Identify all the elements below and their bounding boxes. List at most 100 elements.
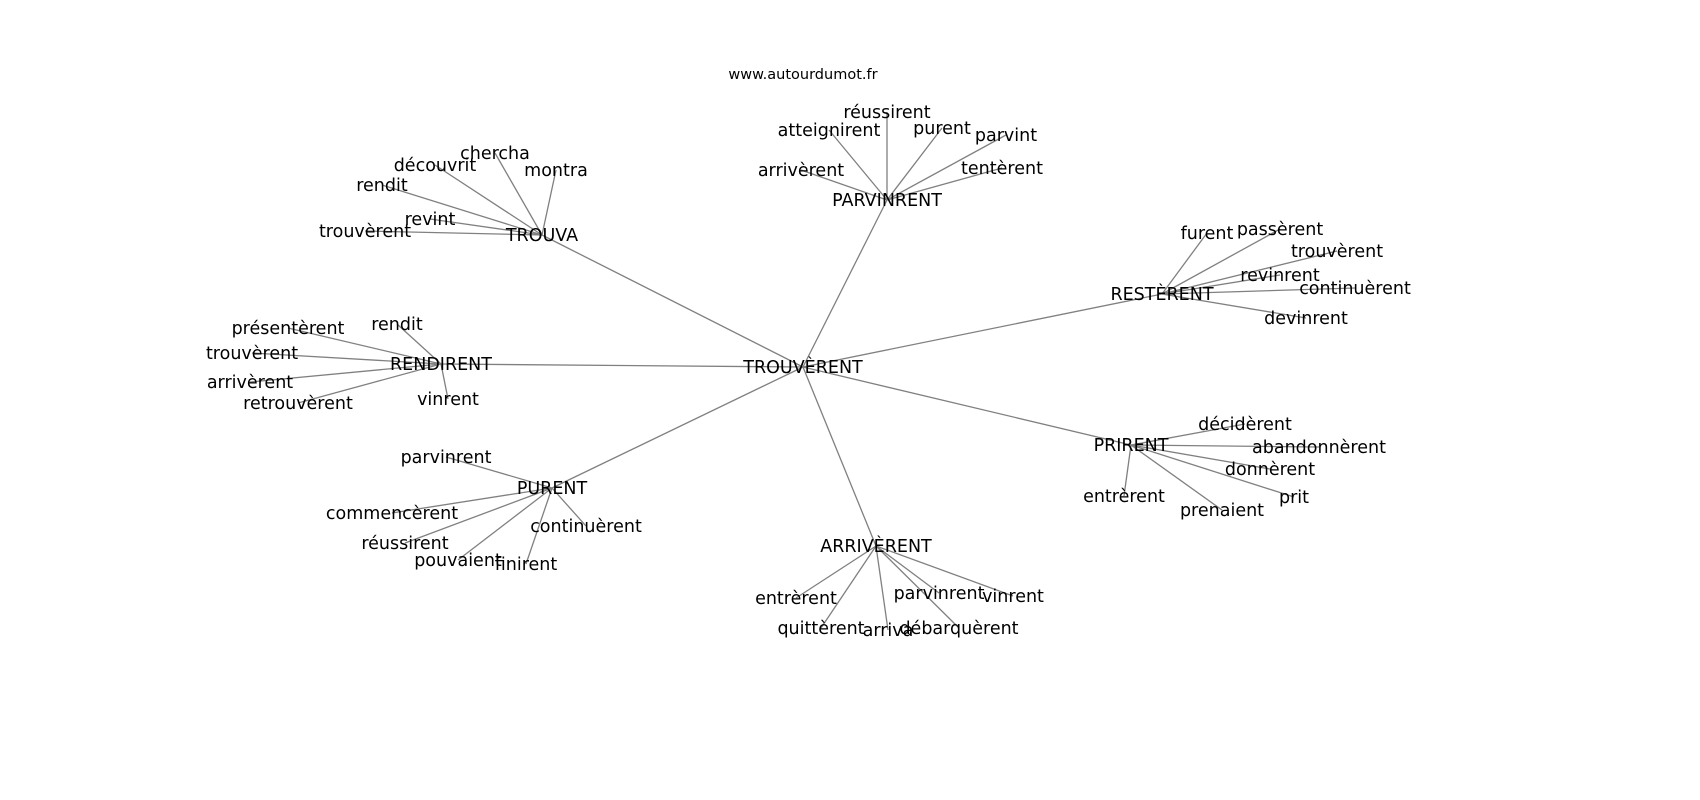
leaf-node-label: rendit xyxy=(356,176,408,196)
edge-hub-leaf xyxy=(875,545,889,631)
leaf-node-label: atteignirent xyxy=(778,121,881,141)
leaf-node-label: quittèrent xyxy=(777,619,864,639)
edge-hub-leaf xyxy=(251,352,442,365)
edge-hub-leaf xyxy=(1130,444,1320,448)
hub-node-label: TROUVA xyxy=(505,226,578,246)
edge-hub-leaf xyxy=(886,134,1007,201)
leaf-node-label: arrivèrent xyxy=(758,161,844,181)
leaf-node-label: entrèrent xyxy=(755,589,837,609)
leaf-node-label: trouvèrent xyxy=(206,344,298,364)
leaf-node-label: pouvaient xyxy=(414,551,502,571)
leaf-node-label: chercha xyxy=(460,144,530,164)
leaf-node-label: passèrent xyxy=(1237,220,1324,240)
edge-hub-leaf xyxy=(1161,293,1307,319)
edge-hub-leaf xyxy=(525,487,553,565)
edge-hub-leaf xyxy=(875,545,960,629)
edge-hub-leaf xyxy=(795,545,877,599)
edge-hub-leaf xyxy=(551,487,587,527)
edge-hub-leaf xyxy=(434,164,543,236)
leaf-node-label: devinrent xyxy=(1264,309,1348,329)
center-node-label: TROUVÈRENT xyxy=(742,356,863,378)
hub-node-label: PURENT xyxy=(517,479,588,499)
edge-hub-leaf xyxy=(429,218,543,236)
edge-hub-leaf xyxy=(1161,287,1356,295)
hub-node-label: RESTÈRENT xyxy=(1110,283,1213,305)
edge-hub-leaf xyxy=(1123,444,1132,497)
edge-center-hub xyxy=(802,366,877,547)
leaf-node-label: continuèrent xyxy=(1299,279,1411,299)
leaf-node-label: trouvèrent xyxy=(1291,242,1383,262)
edge-center-hub xyxy=(802,366,1132,446)
edge-hub-leaf xyxy=(875,545,1014,597)
edge-hub-leaf xyxy=(820,545,877,629)
leaf-node-label: entrèrent xyxy=(1083,487,1165,507)
leaf-node-label: finirent xyxy=(495,555,558,575)
leaf-node-label: décidèrent xyxy=(1198,415,1292,435)
edge-hub-leaf xyxy=(875,545,940,594)
leaf-node-label: commencèrent xyxy=(326,504,458,524)
leaf-node-label: purent xyxy=(913,119,971,139)
edge-hub-leaf xyxy=(800,169,888,201)
hub-node-label: ARRIVÈRENT xyxy=(820,535,932,557)
leaf-node-label: découvrit xyxy=(394,156,477,176)
leaf-node-label: rendit xyxy=(371,315,423,335)
leaf-node-label: revint xyxy=(405,210,456,230)
leaf-node-label: présentèrent xyxy=(232,319,345,339)
edge-center-hub xyxy=(802,293,1163,368)
node-labels: TROUVÈRENTTROUVAcherchadécouvritrenditre… xyxy=(206,103,1411,641)
edge-hub-leaf xyxy=(1130,444,1271,470)
hub-node-label: RENDIRENT xyxy=(390,355,492,375)
edge-hub-leaf xyxy=(1130,444,1223,511)
edge-hub-leaf xyxy=(396,323,442,365)
edge-hub-leaf xyxy=(828,129,888,201)
edge-center-hub xyxy=(440,363,804,368)
edge-hub-leaf xyxy=(1161,228,1281,295)
leaf-node-label: furent xyxy=(1181,224,1234,244)
edge-hub-leaf xyxy=(445,456,553,489)
leaf-node-label: vinrent xyxy=(982,587,1044,607)
edge-hub-leaf xyxy=(494,152,543,236)
edge-hub-leaf xyxy=(364,230,543,236)
edge-hub-leaf xyxy=(404,487,553,544)
edge-hub-leaf xyxy=(1161,232,1208,295)
edge-hub-leaf xyxy=(1161,250,1338,295)
edge-hub-leaf xyxy=(1130,423,1246,446)
leaf-node-label: retrouvèrent xyxy=(243,394,353,414)
site-title: www.autourdumot.fr xyxy=(728,67,878,83)
edge-hub-leaf xyxy=(541,169,557,236)
leaf-node-label: tentèrent xyxy=(961,159,1043,179)
leaf-node-label: vinrent xyxy=(417,390,479,410)
leaf-node-label: réussirent xyxy=(843,103,930,123)
leaf-node-label: trouvèrent xyxy=(319,222,411,242)
edge-hub-leaf xyxy=(886,127,943,201)
leaf-node-label: parvinrent xyxy=(894,584,985,604)
leaf-node-label: débarquèrent xyxy=(899,619,1018,639)
edge-hub-leaf xyxy=(886,167,1003,201)
edge-hub-leaf xyxy=(297,363,442,404)
leaf-node-label: montra xyxy=(524,161,588,181)
edge-hub-leaf xyxy=(391,487,553,514)
edge-hub-leaf xyxy=(1130,444,1295,498)
leaf-node-label: arriva xyxy=(863,621,914,641)
edge-hub-leaf xyxy=(249,363,442,383)
edge-center-hub xyxy=(541,234,804,368)
leaf-node-label: donnèrent xyxy=(1225,460,1315,480)
leaf-node-label: réussirent xyxy=(361,534,448,554)
edges xyxy=(249,112,1356,631)
edge-hub-leaf xyxy=(381,184,543,236)
hub-node-label: PARVINRENT xyxy=(832,191,942,211)
edge-hub-leaf xyxy=(1161,274,1281,295)
leaf-node-label: parvinrent xyxy=(401,448,492,468)
edge-center-hub xyxy=(802,199,888,368)
hub-node-label: PRIRENT xyxy=(1094,436,1169,456)
leaf-node-label: prenaient xyxy=(1180,501,1264,521)
edge-hub-leaf xyxy=(287,327,442,365)
leaf-node-label: prit xyxy=(1279,488,1309,508)
leaf-node-label: abandonnèrent xyxy=(1252,438,1386,458)
edge-hub-leaf xyxy=(457,487,553,561)
leaf-node-label: revinrent xyxy=(1240,266,1320,286)
leaf-node-label: parvint xyxy=(975,126,1037,146)
leaf-node-label: arrivèrent xyxy=(207,373,293,393)
edge-center-hub xyxy=(551,366,804,489)
edge-hub-leaf xyxy=(440,363,449,400)
